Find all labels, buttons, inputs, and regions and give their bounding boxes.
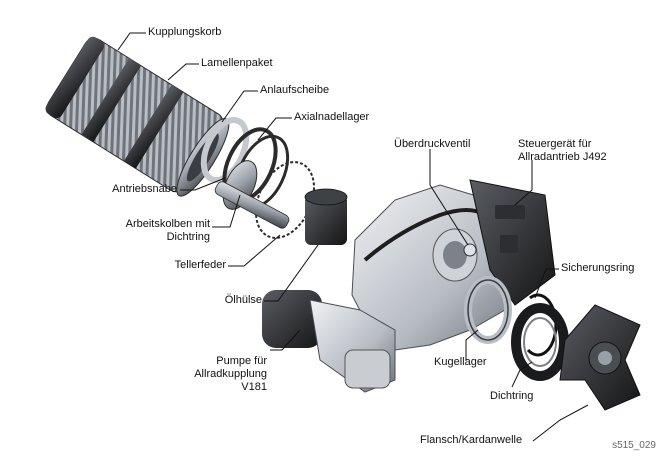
sicherungsring-part bbox=[526, 293, 558, 357]
label-ueberdruckventil: Überdruckventil bbox=[394, 138, 471, 150]
flansch-part bbox=[559, 304, 641, 411]
pumpe-part bbox=[262, 290, 396, 393]
steuergeraet-part bbox=[469, 179, 556, 306]
leader-lamellenpaket bbox=[167, 63, 199, 81]
leader-kugellager bbox=[465, 329, 479, 361]
leader-oelhuelse bbox=[264, 244, 319, 302]
dichtring-part bbox=[511, 303, 569, 381]
leader-ueberdruckventil bbox=[429, 149, 469, 246]
label-steuergeraet-line1: Steuergerät für bbox=[518, 138, 592, 150]
label-pumpe-line1: Pumpe für bbox=[216, 355, 267, 367]
antriebsnabe-part bbox=[214, 181, 290, 229]
label-arbeitskolben-line1: Arbeitskolben mit bbox=[125, 218, 210, 230]
leader-pumpe bbox=[270, 329, 301, 351]
label-axialnadellager: Axialnadellager bbox=[294, 111, 370, 123]
label-pumpe: Pumpe für Allradkupplung V181 bbox=[194, 355, 267, 394]
label-pumpe-line3: V181 bbox=[241, 381, 267, 393]
label-kupplungskorb: Kupplungskorb bbox=[148, 26, 222, 38]
leader-sicherungsring bbox=[534, 268, 559, 299]
label-dichtring: Dichtring bbox=[490, 390, 534, 402]
leader-steuergeraet bbox=[514, 160, 533, 206]
label-sicherungsring: Sicherungsring bbox=[561, 262, 635, 274]
leader-tellerfeder bbox=[228, 234, 281, 267]
figure-id: s515_029 bbox=[612, 440, 656, 451]
label-arbeitskolben: Arbeitskolben mit Dichtring bbox=[126, 218, 210, 244]
label-antriebsnabe: Antriebsnabe bbox=[112, 183, 177, 195]
kugellager-part bbox=[464, 276, 512, 344]
leader-anlaufscheibe bbox=[221, 90, 258, 123]
leader-antriebsnabe bbox=[180, 177, 226, 191]
label-tellerfeder: Tellerfeder bbox=[174, 259, 226, 271]
leader-axialnadellager bbox=[257, 117, 292, 141]
leader-kupplungskorb bbox=[117, 32, 146, 51]
oelhuelse-part bbox=[304, 188, 348, 245]
leader-flansch bbox=[532, 404, 589, 442]
leader-lines bbox=[117, 32, 589, 442]
label-lamellenpaket: Lamellenpaket bbox=[201, 57, 273, 69]
label-steuergeraet-line2: Allradantrieb J492 bbox=[518, 151, 607, 163]
label-pumpe-line2: Allradkupplung bbox=[194, 368, 267, 380]
label-arbeitskolben-line2: Dichtring bbox=[166, 231, 210, 243]
ueberdruckventil-part bbox=[463, 243, 477, 257]
label-flansch: Flansch/Kardanwelle bbox=[420, 434, 523, 446]
leader-arbeitskolben bbox=[212, 194, 241, 228]
leader-dichtring bbox=[511, 361, 533, 388]
label-anlaufscheibe: Anlaufscheibe bbox=[260, 84, 330, 96]
label-kugellager: Kugellager bbox=[434, 356, 487, 368]
anlaufscheibe-part bbox=[200, 117, 250, 183]
label-oelhuelse: Ölhülse bbox=[224, 294, 262, 306]
label-steuergeraet: Steuergerät für Allradantrieb J492 bbox=[518, 138, 607, 164]
